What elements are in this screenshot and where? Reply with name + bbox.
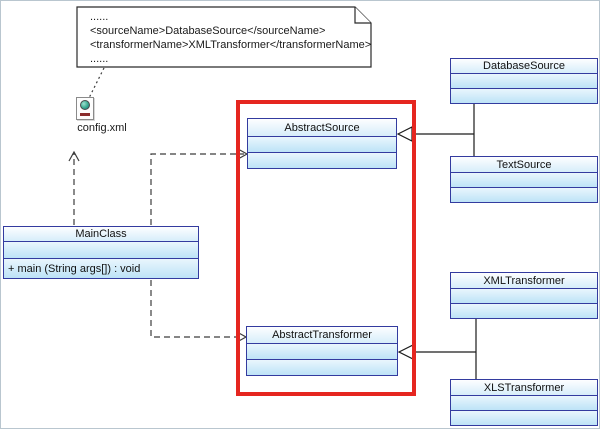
generalization-sources-connector [396, 104, 475, 156]
dependency-mainclass-abstractsource [150, 148, 249, 225]
class-name: XLSTransformer [451, 380, 597, 395]
xml-document-icon [76, 97, 94, 120]
document-text-line [80, 113, 90, 116]
class-operations-compartment [451, 187, 597, 202]
generalization-transformers-connector [397, 319, 477, 379]
anchor-note-configxml [87, 67, 105, 101]
class-name: MainClass [4, 227, 198, 241]
class-operations-compartment [247, 359, 397, 375]
open-arrowhead-icon [236, 331, 248, 343]
note-line: ...... [90, 53, 109, 65]
class-operations-compartment [451, 88, 597, 103]
class-operations-compartment [451, 410, 597, 425]
hollow-triangle-arrowhead-icon [397, 344, 414, 360]
class-attributes-compartment [451, 395, 597, 410]
class-box-xmltransformer: XMLTransformer [450, 272, 598, 319]
open-arrowhead-icon [237, 148, 249, 160]
open-arrowhead-icon [68, 150, 80, 162]
class-box-mainclass: MainClass + main (String args[]) : void [3, 226, 199, 279]
class-box-xlstransformer: XLSTransformer [450, 379, 598, 426]
class-name: AbstractTransformer [247, 327, 397, 343]
dependency-mainclass-abstracttransformer [150, 280, 248, 343]
class-operations-compartment [248, 152, 396, 168]
config-note: ...... <sourceName>DatabaseSource</sourc… [90, 10, 372, 66]
class-box-abstractsource: AbstractSource [247, 118, 397, 169]
class-attributes-compartment [451, 288, 597, 303]
class-attributes-compartment [247, 343, 397, 359]
class-operations-compartment [451, 303, 597, 318]
class-box-textsource: TextSource [450, 156, 598, 203]
class-name: DatabaseSource [451, 59, 597, 73]
class-name: TextSource [451, 157, 597, 172]
class-operations-compartment: + main (String args[]) : void [4, 258, 198, 278]
class-attributes-compartment [248, 136, 396, 152]
artifact-configxml: config.xml [74, 97, 134, 134]
dependency-mainclass-configxml [68, 150, 80, 225]
note-line: ...... [90, 11, 109, 23]
class-attributes-compartment [4, 241, 198, 258]
note-line: <transformerName>XMLTransformer</transfo… [90, 39, 372, 51]
note-line: <sourceName>DatabaseSource</sourceName> [90, 25, 326, 37]
class-box-abstracttransformer: AbstractTransformer [246, 326, 398, 376]
artifact-label: config.xml [77, 122, 127, 134]
hollow-triangle-arrowhead-icon [396, 126, 413, 142]
class-attributes-compartment [451, 172, 597, 187]
class-name: XMLTransformer [451, 273, 597, 288]
globe-icon [80, 100, 90, 110]
class-name: AbstractSource [248, 119, 396, 136]
class-attributes-compartment [451, 73, 597, 88]
class-box-databasesource: DatabaseSource [450, 58, 598, 104]
